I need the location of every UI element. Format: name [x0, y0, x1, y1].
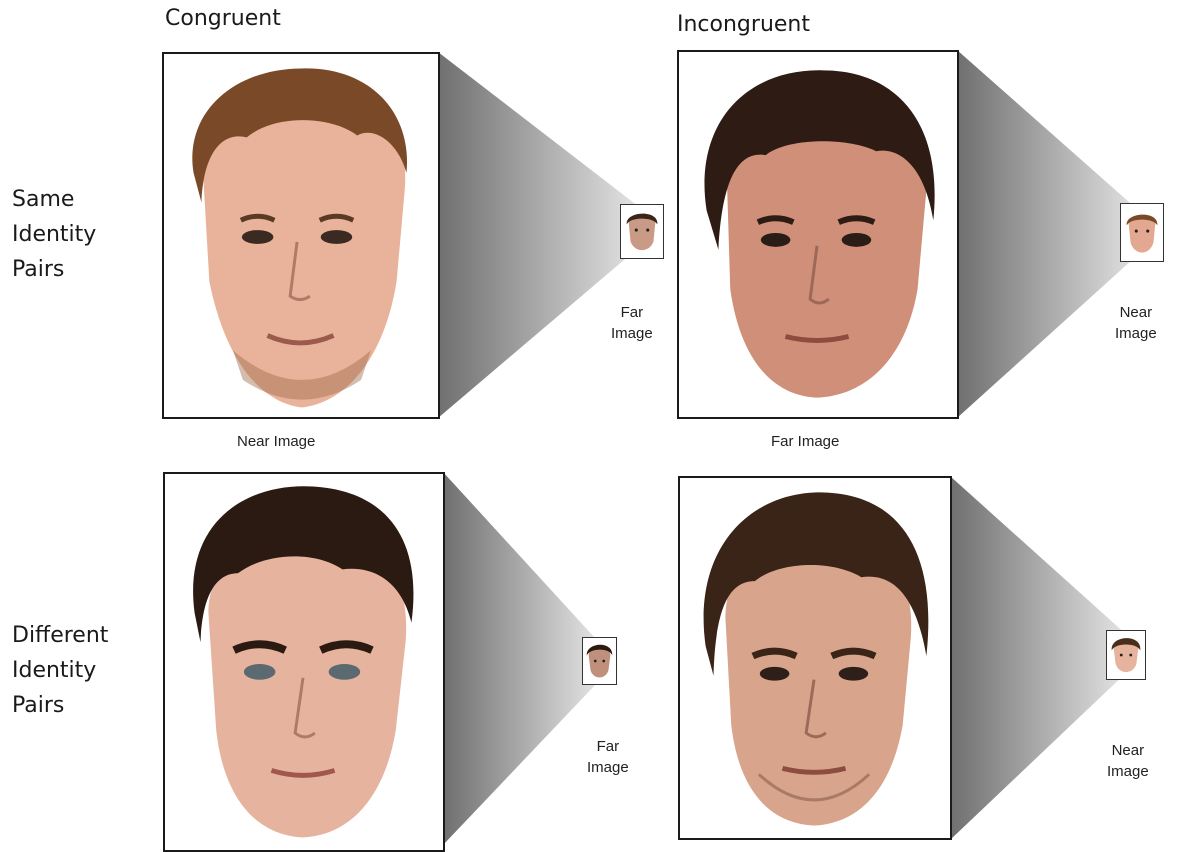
caption-line: Image [587, 759, 629, 776]
caption-line: Near [1111, 742, 1145, 759]
column-heading-congruent: Congruent [165, 6, 281, 31]
row-heading-line: Pairs [12, 257, 65, 282]
caption-far-image: Far Image [611, 302, 653, 344]
face-frame-different-congruent [163, 472, 445, 852]
thumbnail-different-congruent [582, 637, 617, 685]
row-heading-line: Different [12, 623, 109, 648]
caption-line: Image [611, 325, 653, 342]
caption-line: Image [1115, 325, 1157, 342]
caption-line: Far [620, 304, 644, 321]
caption-far-image: Far Image [771, 433, 840, 450]
column-heading-incongruent: Incongruent [677, 12, 810, 37]
face-frame-same-congruent [162, 52, 440, 419]
cone-top-left [438, 52, 664, 418]
thumbnail-different-incongruent [1106, 630, 1146, 680]
cone-bottom-left [443, 472, 617, 845]
cone-bottom-right [950, 476, 1147, 840]
face-thumbnail [586, 644, 613, 678]
thumbnail-same-congruent [620, 204, 664, 259]
face-photo [193, 486, 414, 838]
row-heading-line: Identity [12, 658, 97, 683]
face-photo [192, 68, 408, 408]
face-thumbnail [1126, 214, 1158, 253]
face-frame-different-incongruent [678, 476, 952, 840]
face-photo [704, 70, 935, 398]
row-heading-line: Identity [12, 222, 97, 247]
caption-near-image: Near Image [1115, 302, 1157, 344]
caption-line: Image [1107, 763, 1149, 780]
face-frame-same-incongruent [677, 50, 959, 419]
caption-line: Near [1119, 304, 1153, 321]
cone-top-right [957, 50, 1163, 418]
caption-near-image: Near Image [1107, 740, 1149, 782]
caption-near-image: Near Image [237, 433, 316, 450]
row-heading-same-identity: Same Identity Pairs [12, 182, 96, 287]
thumbnail-same-incongruent [1120, 203, 1164, 262]
face-thumbnail [626, 213, 658, 251]
row-heading-line: Same [12, 187, 75, 212]
row-heading-line: Pairs [12, 693, 65, 718]
caption-line: Far [596, 738, 620, 755]
row-heading-different-identity: Different Identity Pairs [12, 618, 108, 723]
caption-far-image: Far Image [587, 736, 629, 778]
face-thumbnail [1111, 638, 1141, 673]
face-photo [703, 492, 929, 826]
